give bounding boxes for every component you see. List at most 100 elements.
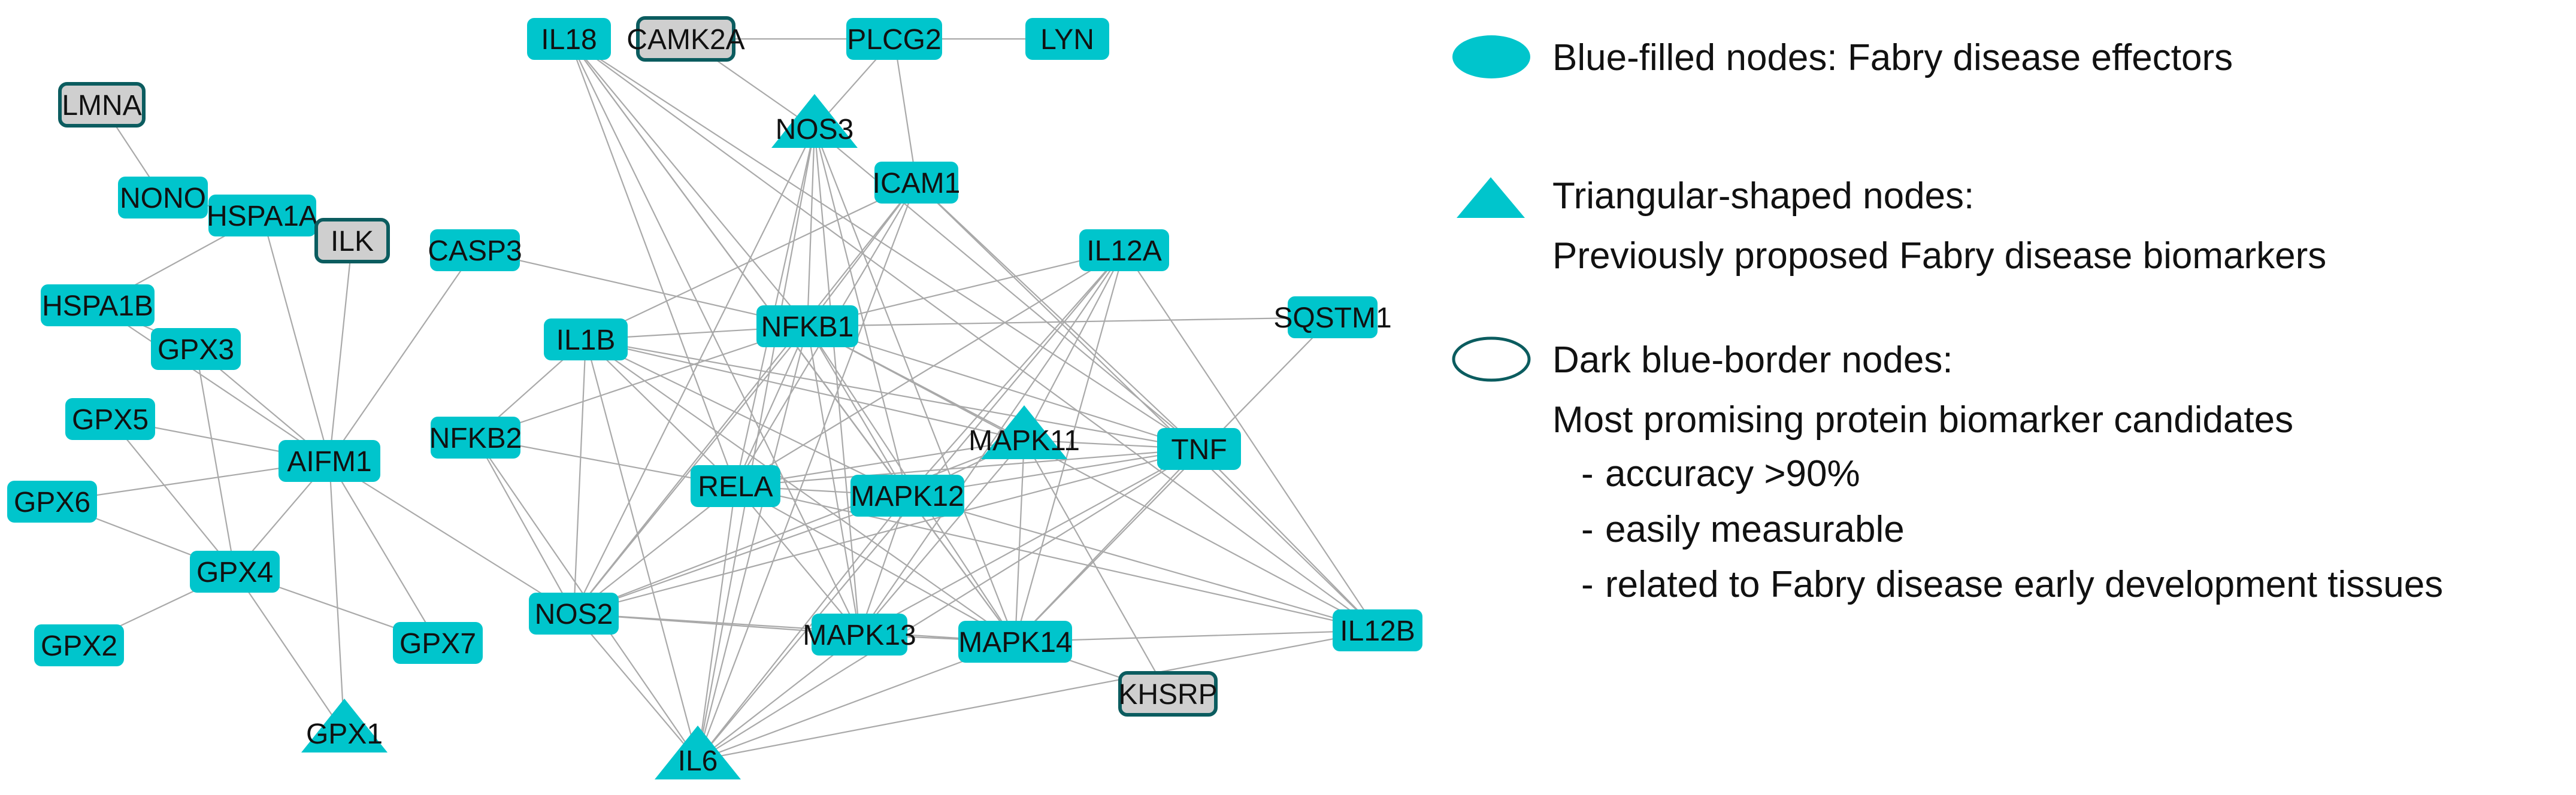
node-il18[interactable]: IL18 [527, 18, 611, 60]
node-mapk12[interactable]: MAPK12 [850, 475, 964, 517]
node-nos2[interactable]: NOS2 [529, 593, 619, 635]
node-gpx4[interactable]: GPX4 [190, 551, 280, 593]
network-edges [52, 38, 1378, 761]
effector-node-box [1288, 296, 1378, 338]
node-hspa1b[interactable]: HSPA1B [41, 284, 155, 326]
node-mapk13[interactable]: MAPK13 [803, 614, 916, 656]
node-label: CAMK2A [626, 24, 744, 56]
node-gpx1[interactable]: GPX1 [301, 699, 388, 752]
node-label: CASP3 [428, 235, 522, 267]
edge-il18-nfkb1 [568, 38, 808, 327]
edge-il12a-mapk11 [1024, 250, 1125, 441]
edge-mapk11-nos2 [573, 439, 1025, 615]
node-label: MAPK14 [958, 627, 1071, 659]
node-label: GPX5 [72, 404, 149, 436]
edge-nfkb1-mapk12 [807, 326, 908, 496]
edge-nfkb1-nos2 [573, 326, 808, 614]
node-il6[interactable]: IL6 [655, 726, 741, 779]
edge-mapk12-nos2 [573, 494, 908, 615]
effector-node-box [208, 195, 316, 236]
edge-ilk-aifm1 [328, 240, 353, 462]
legend-criterion-measurable: easily measurable [1605, 509, 1905, 550]
node-gpx2[interactable]: GPX2 [34, 624, 124, 666]
legend-border-line1: Dark blue-border nodes: [1552, 339, 1953, 381]
node-nos3[interactable]: NOS3 [771, 94, 858, 148]
edge-rela-mapk14 [735, 486, 1016, 642]
edge-icam1-nfkb1 [807, 182, 917, 327]
node-mapk14[interactable]: MAPK14 [958, 621, 1072, 663]
node-gpx7[interactable]: GPX7 [393, 622, 483, 664]
node-gpx6[interactable]: GPX6 [7, 481, 97, 523]
node-nfkb1[interactable]: NFKB1 [756, 305, 858, 347]
edge-il1b-mapk11 [585, 338, 1025, 441]
effector-node-box [529, 593, 619, 635]
node-label: GPX6 [14, 487, 90, 518]
node-label: SQSTM1 [1273, 302, 1391, 334]
node-gpx5[interactable]: GPX5 [65, 398, 155, 440]
node-label: AIFM1 [287, 446, 371, 478]
edge-nfkb1-mapk13 [806, 326, 861, 635]
node-label: MAPK11 [968, 425, 1080, 457]
edge-mapk11-mapk14 [1014, 439, 1025, 642]
node-il12a[interactable]: IL12A [1079, 229, 1169, 271]
node-label: GPX7 [399, 628, 476, 660]
node-nfkb2[interactable]: NFKB2 [429, 417, 522, 459]
node-aifm1[interactable]: AIFM1 [279, 440, 380, 482]
node-icam1[interactable]: ICAM1 [873, 162, 961, 204]
edge-gpx3-gpx4 [195, 348, 236, 572]
node-label: IL1B [556, 324, 616, 356]
effector-node-box [431, 417, 520, 459]
legend-effectors-entry: Blue-filled nodes: Fabry disease effecto… [1452, 35, 2233, 78]
node-lyn[interactable]: LYN [1025, 18, 1109, 60]
edge-mapk12-mapk13 [858, 495, 909, 635]
edge-rela-nos2 [573, 486, 736, 614]
candidate-node-box [1118, 671, 1218, 717]
node-label: ICAM1 [873, 168, 961, 199]
node-sqstm1[interactable]: SQSTM1 [1273, 296, 1392, 338]
edge-nos3-mapk12 [813, 128, 909, 496]
edge-il1b-tnf [585, 338, 1200, 450]
effector-node-box [850, 475, 964, 517]
edge-icam1-il6 [697, 182, 918, 761]
node-tnf[interactable]: TNF [1157, 428, 1241, 470]
edge-il12a-rela [735, 250, 1125, 487]
effector-node-box [874, 162, 958, 204]
edge-icam1-tnf [916, 182, 1200, 450]
edge-sqstm1-mapk14 [1015, 317, 1333, 642]
effector-node-box [34, 624, 124, 666]
node-gpx3[interactable]: GPX3 [151, 328, 241, 370]
edge-mapk14-il12b [1015, 629, 1378, 643]
edge-nos3-il6 [697, 128, 816, 761]
node-nono[interactable]: NONO [118, 177, 208, 219]
triangle-node-shape [981, 405, 1067, 459]
edge-icam1-il1b [585, 182, 917, 340]
node-label: NONO [120, 183, 206, 214]
node-plcg2[interactable]: PLCG2 [846, 18, 942, 60]
node-khsrp[interactable]: KHSRP [1118, 671, 1218, 717]
edge-rela-mapk11 [735, 439, 1025, 487]
edge-il12a-il12b [1124, 250, 1378, 631]
node-rela[interactable]: RELA [691, 465, 780, 507]
node-hspa1a[interactable]: HSPA1A [207, 195, 318, 236]
node-ilk[interactable]: ILK [314, 218, 390, 263]
node-il1b[interactable]: IL1B [544, 318, 628, 360]
node-label: IL18 [541, 24, 597, 56]
node-camk2a[interactable]: CAMK2A [626, 16, 745, 62]
edge-rela-il12b [735, 485, 1378, 632]
effector-node-box [65, 398, 155, 440]
node-mapk11[interactable]: MAPK11 [968, 405, 1080, 459]
node-casp3[interactable]: CASP3 [428, 229, 522, 271]
effector-node-box [544, 318, 628, 360]
legend-effectors-label: Blue-filled nodes: Fabry disease effecto… [1552, 37, 2233, 78]
node-lmna[interactable]: LMNA [58, 82, 146, 128]
legend-criterion-bullet: - [1581, 453, 1594, 494]
edge-casp3-aifm1 [329, 250, 476, 462]
node-label: HSPA1A [207, 201, 318, 232]
node-label: NOS2 [535, 599, 613, 630]
node-il12b[interactable]: IL12B [1333, 609, 1422, 651]
effector-node-box [1025, 18, 1109, 60]
node-label: MAPK12 [850, 481, 964, 512]
triangle-node-shape [655, 726, 741, 779]
node-label: NFKB2 [429, 423, 522, 454]
node-label: IL6 [678, 745, 718, 777]
